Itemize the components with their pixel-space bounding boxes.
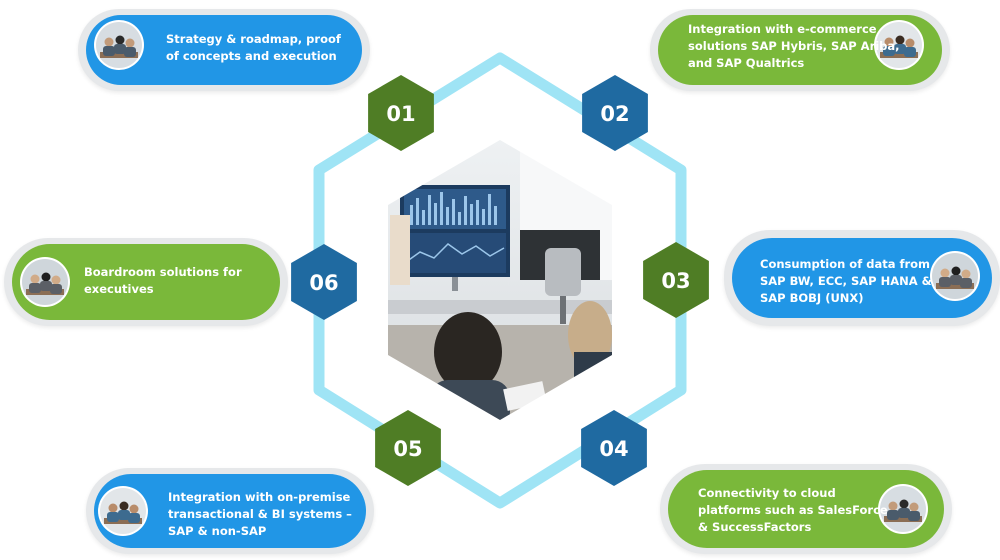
item-text-line: Consumption of data from <box>760 257 931 271</box>
item-text-line: SAP & non-SAP <box>168 524 267 538</box>
item-text-line: platforms such as SalesForce <box>698 503 888 517</box>
item-text-06: Boardroom solutions for executives <box>84 264 242 298</box>
team-laptop-photo <box>880 486 926 532</box>
item-text-line: Integration with on-premise <box>168 490 351 504</box>
item-text-line: SAP BW, ECC, SAP HANA & <box>760 274 932 288</box>
item-text-line: Boardroom solutions for <box>84 265 242 279</box>
colleagues-discussion-photo <box>876 22 922 68</box>
item-text-04: Connectivity to cloud platforms such as S… <box>698 485 888 536</box>
outer-hexagon-outline <box>313 52 687 509</box>
item-text-line: & SuccessFactors <box>698 520 812 534</box>
team-meeting-photo <box>96 22 142 68</box>
item-text-line: Strategy & roadmap, proof <box>166 32 341 46</box>
workshop-photo <box>100 488 146 534</box>
item-text-line: executives <box>84 282 154 296</box>
item-text-02: Integration with e-commerce solutions SAP… <box>688 21 900 72</box>
item-text-line: transactional & BI systems – <box>168 507 352 521</box>
item-text-line: Integration with e-commerce <box>688 22 877 36</box>
item-text-line: SAP BOBJ (UNX) <box>760 291 864 305</box>
item-text-line: of concepts and execution <box>166 49 337 63</box>
item-text-05: Integration with on-premise transactional… <box>168 489 352 540</box>
center-photo <box>388 140 612 420</box>
boardroom-presenter-photo <box>22 259 68 305</box>
item-text-01: Strategy & roadmap, proof of concepts and… <box>166 31 341 65</box>
item-text-line: solutions SAP Hybris, SAP Ariba, <box>688 39 900 53</box>
item-text-line: and SAP Qualtrics <box>688 56 805 70</box>
item-text-line: Connectivity to cloud <box>698 486 836 500</box>
workstation-photo <box>932 253 978 299</box>
